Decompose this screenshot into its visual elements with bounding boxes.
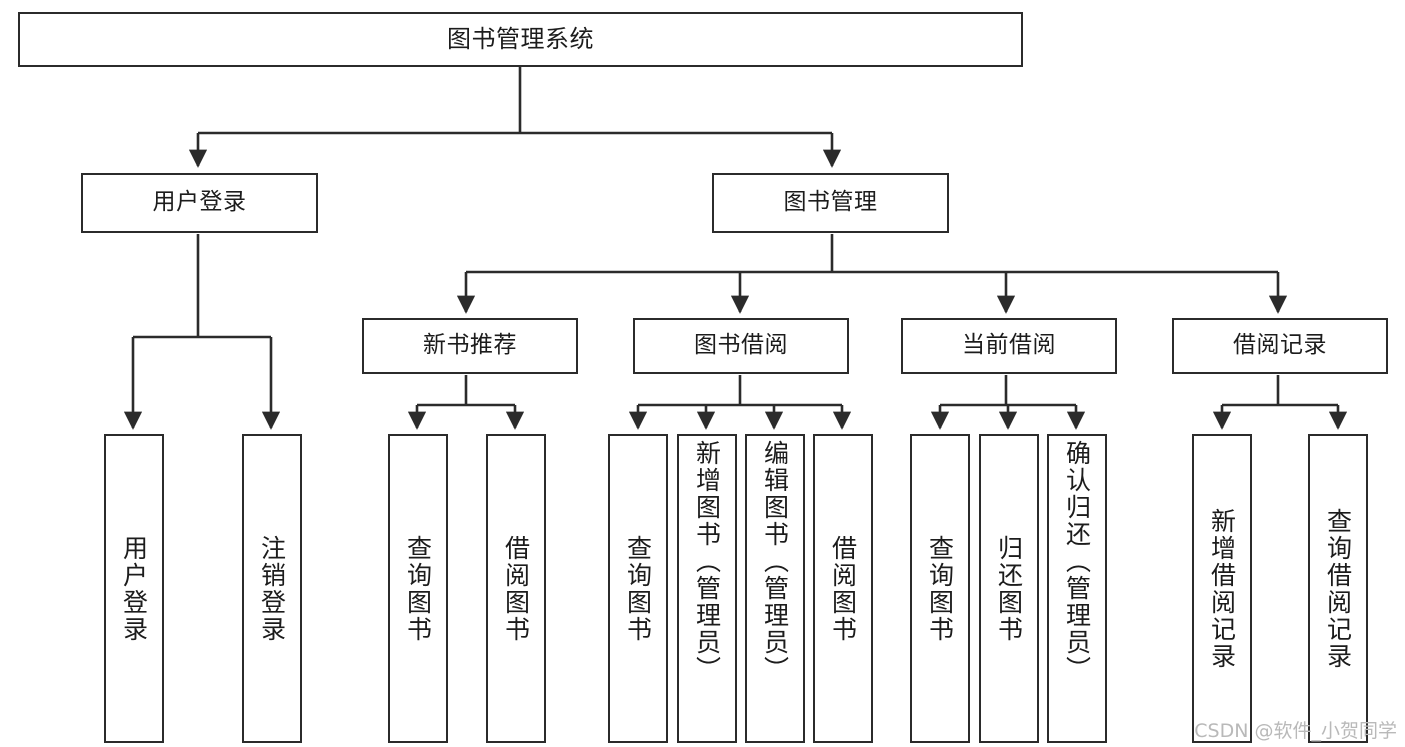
node-label: 注销登录 [257,534,287,643]
node-label: 借阅记录 [1233,332,1327,359]
node-label: 查询图书 [403,534,433,643]
node-label: 查询借阅记录 [1323,507,1353,670]
leaf-confirm-return-admin[interactable]: 确认归还（管理员） [1047,434,1107,743]
node-label: 借阅图书 [828,534,858,643]
node-label: 查询图书 [623,534,653,643]
leaf-query-book-borrow[interactable]: 查询图书 [608,434,668,743]
leaf-query-borrow-record[interactable]: 查询借阅记录 [1308,434,1368,743]
node-root-book-management-system[interactable]: 图书管理系统 [18,12,1023,67]
node-label: 当前借阅 [962,332,1056,359]
leaf-borrow-book-newbook[interactable]: 借阅图书 [486,434,546,743]
leaf-edit-book-admin[interactable]: 编辑图书（管理员） [745,434,805,743]
leaf-add-book-admin[interactable]: 新增图书（管理员） [677,434,737,743]
node-label: 图书借阅 [694,332,788,359]
leaf-logout-login[interactable]: 注销登录 [242,434,302,743]
leaf-borrow-book-borrow[interactable]: 借阅图书 [813,434,873,743]
csdn-watermark: CSDN @软件_小贺同学 [1194,720,1397,742]
node-label: 查询图书 [925,534,955,643]
node-label: 用户登录 [119,534,149,643]
node-label: 用户登录 [152,189,247,216]
node-label: 编辑图书（管理员） [760,440,790,683]
node-new-book-recommend[interactable]: 新书推荐 [362,318,578,374]
leaf-query-book-newbook[interactable]: 查询图书 [388,434,448,743]
node-label: 图书管理 [783,189,878,216]
node-label: 新增图书（管理员） [692,440,722,683]
node-label: 确认归还（管理员） [1062,440,1092,683]
leaf-add-borrow-record[interactable]: 新增借阅记录 [1192,434,1252,743]
node-label: 归还图书 [994,534,1024,643]
node-user-login[interactable]: 用户登录 [81,173,318,233]
node-label: 图书管理系统 [447,25,594,54]
leaf-query-book-current[interactable]: 查询图书 [910,434,970,743]
node-book-borrow[interactable]: 图书借阅 [633,318,849,374]
leaf-user-login[interactable]: 用户登录 [104,434,164,743]
node-label: 新增借阅记录 [1207,507,1237,670]
leaf-return-book[interactable]: 归还图书 [979,434,1039,743]
node-book-management[interactable]: 图书管理 [712,173,949,233]
node-label: 新书推荐 [423,332,517,359]
node-current-borrow[interactable]: 当前借阅 [901,318,1117,374]
node-borrow-records[interactable]: 借阅记录 [1172,318,1388,374]
node-label: 借阅图书 [501,534,531,643]
